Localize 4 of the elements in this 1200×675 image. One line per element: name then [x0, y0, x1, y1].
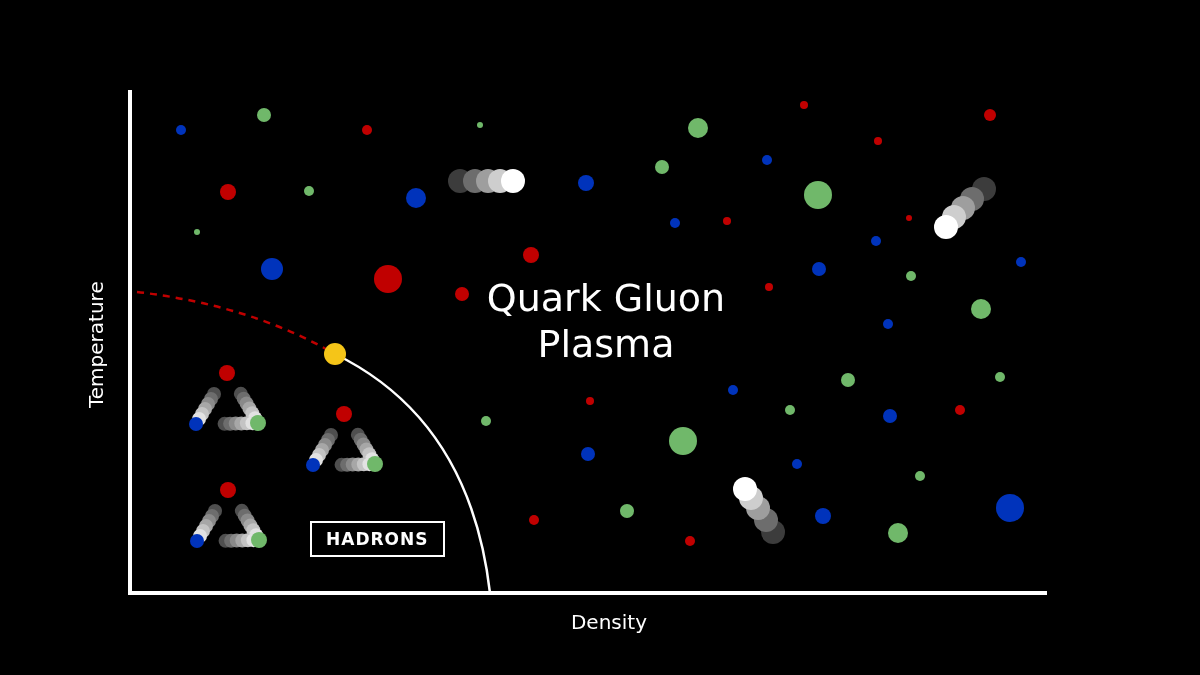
axis-title: Temperature — [83, 280, 109, 411]
region-label-box: HADRONS — [310, 521, 445, 557]
region-label: Quark Gluon Plasma — [485, 275, 727, 367]
axis-title: Density — [569, 610, 648, 634]
